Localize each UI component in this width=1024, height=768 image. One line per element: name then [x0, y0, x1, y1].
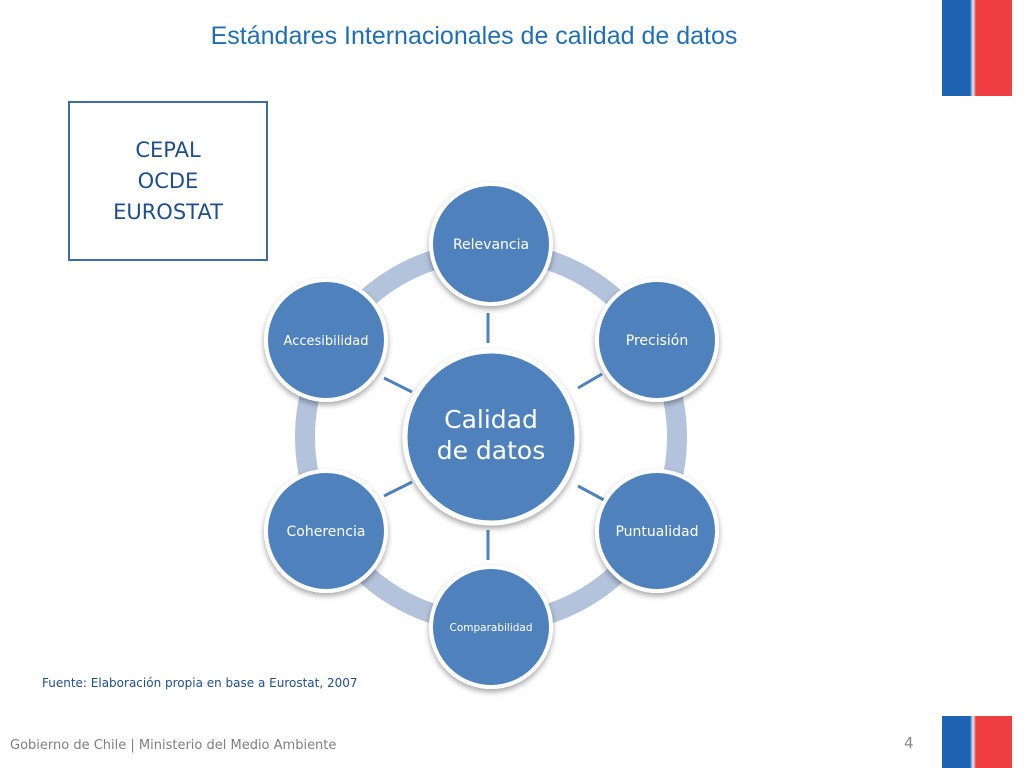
page-number: 4 — [904, 734, 914, 752]
node-accesibilidad: Accesibilidad — [264, 278, 388, 402]
connector-coherencia — [383, 480, 413, 498]
flag-bottom — [942, 716, 1012, 768]
node-label-comparabilidad: Comparabilidad — [449, 622, 532, 634]
organization-ocde: OCDE — [137, 168, 199, 193]
node-label-relevancia: Relevancia — [453, 237, 529, 253]
node-label-precision: Precisión — [626, 333, 688, 349]
node-coherencia: Coherencia — [264, 469, 388, 593]
node-label-coherencia: Coherencia — [287, 524, 366, 540]
slide-title: Estándares Internacionales de calidad de… — [210, 22, 738, 50]
node-puntualidad: Puntualidad — [595, 469, 719, 593]
node-precision: Precisión — [595, 278, 719, 402]
node-label-accesibilidad: Accesibilidad — [284, 334, 369, 349]
flag-top — [942, 0, 1012, 96]
organizations-box: CEPAL OCDE EUROSTAT — [68, 101, 268, 261]
connectors — [383, 313, 605, 560]
footer-text: Gobierno de Chile | Ministerio del Medio… — [10, 738, 337, 753]
connector-accesibilidad — [383, 376, 413, 394]
connector-puntualidad — [577, 484, 605, 502]
organization-cepal: CEPAL — [135, 137, 201, 162]
node-label-puntualidad: Puntualidad — [615, 524, 698, 540]
organization-eurostat: EUROSTAT — [113, 199, 223, 224]
node-comparabilidad: Comparabilidad — [429, 565, 553, 689]
connector-precision — [577, 372, 603, 390]
node-relevancia: Relevancia — [429, 182, 553, 306]
source-note: Fuente: Elaboración propia en base a Eur… — [42, 676, 358, 690]
